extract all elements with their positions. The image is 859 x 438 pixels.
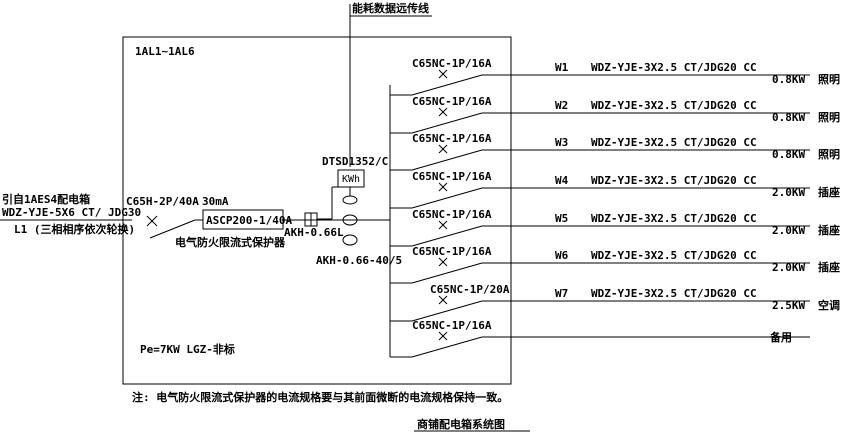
breaker-blade	[411, 187, 483, 209]
kwh-unit: KWh	[342, 174, 360, 185]
breaker-x-mark	[438, 257, 448, 267]
breaker-label: C65NC-1P/16A	[412, 132, 492, 145]
breaker-label: C65NC-1P/16A	[412, 319, 492, 332]
breaker-blade	[411, 149, 483, 171]
circuit-id: W2	[555, 99, 568, 112]
remote-line-label: 能耗数据远传线	[352, 1, 429, 15]
circuit-id: W3	[555, 136, 568, 149]
circuit-cable: WDZ-YJE-3X2.5 CT/JDG20 CC	[591, 174, 757, 187]
protector-model: ASCP200-1/40A	[206, 214, 292, 227]
breaker-label: C65NC-1P/16A	[412, 95, 492, 108]
rcd-current-label: 30mA	[202, 195, 229, 208]
breaker-x-mark	[438, 107, 448, 117]
protector-name: 电气防火限流式保护器	[175, 235, 286, 249]
circuit-id: W5	[555, 212, 568, 225]
circuit-use: 照明	[818, 148, 840, 161]
breaker-x-mark	[438, 182, 448, 192]
breaker-x-mark	[438, 220, 448, 230]
circuit-cable: WDZ-YJE-3X2.5 CT/JDG20 CC	[591, 99, 757, 112]
breaker-x-mark	[438, 69, 448, 79]
drawing-title: 商铺配电箱系统图	[417, 417, 505, 431]
circuit-use: 照明	[818, 73, 840, 86]
circuit-cable: WDZ-YJE-3X2.5 CT/JDG20 CC	[591, 136, 757, 149]
circuit-use: 空调	[818, 298, 840, 312]
ct-model: AKH-0.66L	[284, 226, 344, 239]
circuit-cable: WDZ-YJE-3X2.5 CT/JDG20 CC	[591, 287, 757, 300]
incoming-source: 引自1AES4配电箱	[2, 192, 90, 206]
incoming-phase-note: L1 (三相相序依次轮换)	[14, 222, 135, 236]
ct-ratio: AKH-0.66-40/5	[316, 254, 402, 267]
circuit-use: 备用	[769, 330, 792, 344]
circuit-power: 0.8KW	[772, 148, 805, 161]
ct-ring-2	[342, 214, 358, 226]
load-info: Pe=7KW LGZ-非标	[140, 342, 235, 356]
circuit-power: 2.0KW	[772, 224, 805, 237]
circuit-power: 2.0KW	[772, 261, 805, 274]
circuit-id: W7	[555, 287, 568, 300]
breaker-label: C65NC-1P/16A	[412, 208, 492, 221]
breaker-label: C65NC-1P/16A	[412, 245, 492, 258]
breaker-label: C65NC-1P/16A	[412, 170, 492, 183]
breaker-blade	[411, 300, 483, 322]
circuit-use: 照明	[818, 111, 840, 124]
breaker-label: C65NC-1P/20A	[430, 283, 510, 296]
breaker-label: C65NC-1P/16A	[412, 57, 492, 70]
breaker-x-mark	[438, 295, 448, 305]
breaker-x-mark	[438, 331, 448, 341]
enclosure-box	[122, 36, 512, 385]
breaker-blade	[411, 225, 483, 247]
design-note: 注: 电气防火限流式保护器的电流规格要与其前面微断的电流规格保持一致。	[132, 390, 508, 404]
circuit-power: 0.8KW	[772, 73, 805, 86]
circuit-power: 2.0KW	[772, 186, 805, 199]
breaker-x-mark	[438, 144, 448, 154]
circuit-cable: WDZ-YJE-3X2.5 CT/JDG20 CC	[591, 61, 757, 74]
circuit-power: 0.8KW	[772, 111, 805, 124]
circuit-id: W6	[555, 249, 569, 262]
breaker-blade	[411, 112, 483, 134]
circuit-cable: WDZ-YJE-3X2.5 CT/JDG20 CC	[591, 212, 757, 225]
circuit-cable: WDZ-YJE-3X2.5 CT/JDG20 CC	[591, 249, 757, 262]
circuit-use: 插座	[818, 185, 840, 199]
incoming-cable: WDZ-YJE-5X6 CT/ JDG30	[2, 206, 141, 219]
breaker-blade	[411, 74, 483, 96]
meter-model: DTSD1352/C	[322, 155, 388, 168]
ct-ring-1	[342, 195, 358, 205]
circuit-id: W1	[555, 61, 569, 74]
main-breaker-symbol	[146, 215, 196, 239]
circuit-id: W4	[555, 174, 569, 187]
breaker-blade	[411, 262, 483, 284]
circuit-use: 插座	[818, 223, 840, 237]
kwh-meter-box	[337, 169, 365, 188]
box-label: 1AL1~1AL6	[135, 45, 195, 58]
circuit-use: 插座	[818, 260, 840, 274]
circuit-power: 2.5KW	[772, 299, 805, 312]
main-breaker-label: C65H-2P/40A	[126, 195, 199, 208]
breaker-blade	[411, 336, 483, 358]
ct-ring-3	[342, 234, 358, 246]
